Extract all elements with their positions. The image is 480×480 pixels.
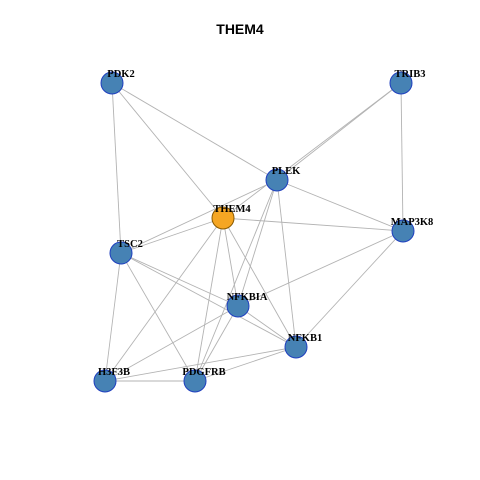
node-map3k8[interactable]: MAP3K8 [391,217,434,243]
edge-layer [104,82,404,382]
graph-title: THEM4 [216,21,264,37]
edge-them4-nfkb1 [222,217,297,348]
node-them4[interactable]: THEM4 [211,204,251,230]
node-label: TRIB3 [395,69,426,80]
edge-tsc2-pdgfrb [120,252,196,382]
edge-nfkb1-h3f3b [104,346,297,382]
edge-them4-pdgfrb [194,217,224,382]
node-plek[interactable]: PLEK [265,166,301,192]
edge-them4-h3f3b [104,217,224,382]
edge-them4-nfkbia [222,217,239,307]
edge-tsc2-nfkbia [120,252,239,307]
node-circle[interactable] [109,241,133,265]
edge-map3k8-nfkbia [237,230,404,307]
edge-trib3-map3k8 [400,82,404,232]
node-pdgfrb[interactable]: PDGFRB [182,367,226,393]
edge-pdk2-them4 [111,82,224,219]
node-label: NFKB1 [288,333,322,344]
node-circle[interactable] [284,335,308,359]
node-circle[interactable] [183,369,207,393]
node-circle[interactable] [389,71,413,95]
edge-tsc2-h3f3b [104,252,122,382]
node-circle[interactable] [93,369,117,393]
edge-trib3-them4 [222,82,402,219]
edge-them4-map3k8 [222,217,404,232]
edge-plek-pdgfrb [194,179,278,382]
edge-nfkbia-nfkb1 [237,305,297,348]
node-trib3[interactable]: TRIB3 [389,69,426,95]
node-label: H3F3B [98,367,130,378]
edge-pdk2-tsc2 [111,82,122,254]
edge-nfkbia-pdgfrb [194,305,239,382]
node-label: NFKBIA [227,292,268,303]
node-circle[interactable] [265,168,289,192]
edge-plek-nfkb1 [276,179,297,348]
edge-plek-map3k8 [276,179,404,232]
node-circle[interactable] [226,294,250,318]
edge-nfkb1-pdgfrb [194,346,297,382]
node-h3f3b[interactable]: H3F3B [93,367,130,393]
node-circle[interactable] [391,219,415,243]
node-label: PDGFRB [182,367,225,378]
edge-plek-tsc2 [120,179,278,254]
edge-them4-tsc2 [120,217,224,254]
node-nfkb1[interactable]: NFKB1 [284,333,322,359]
node-pdk2[interactable]: PDK2 [100,69,135,95]
edge-nfkbia-h3f3b [104,305,239,382]
node-label: PDK2 [107,69,134,80]
node-label: MAP3K8 [391,217,434,228]
edge-map3k8-nfkb1 [295,230,404,348]
edge-tsc2-nfkb1 [120,252,297,348]
node-circle[interactable] [100,71,124,95]
edge-plek-nfkbia [237,179,278,307]
node-label: PLEK [272,166,301,177]
node-nfkbia[interactable]: NFKBIA [226,292,268,318]
edge-pdk2-plek [111,82,278,181]
node-tsc2[interactable]: TSC2 [109,239,143,265]
node-circle[interactable] [211,206,235,230]
node-label: THEM4 [213,204,251,215]
node-label: TSC2 [117,239,143,250]
